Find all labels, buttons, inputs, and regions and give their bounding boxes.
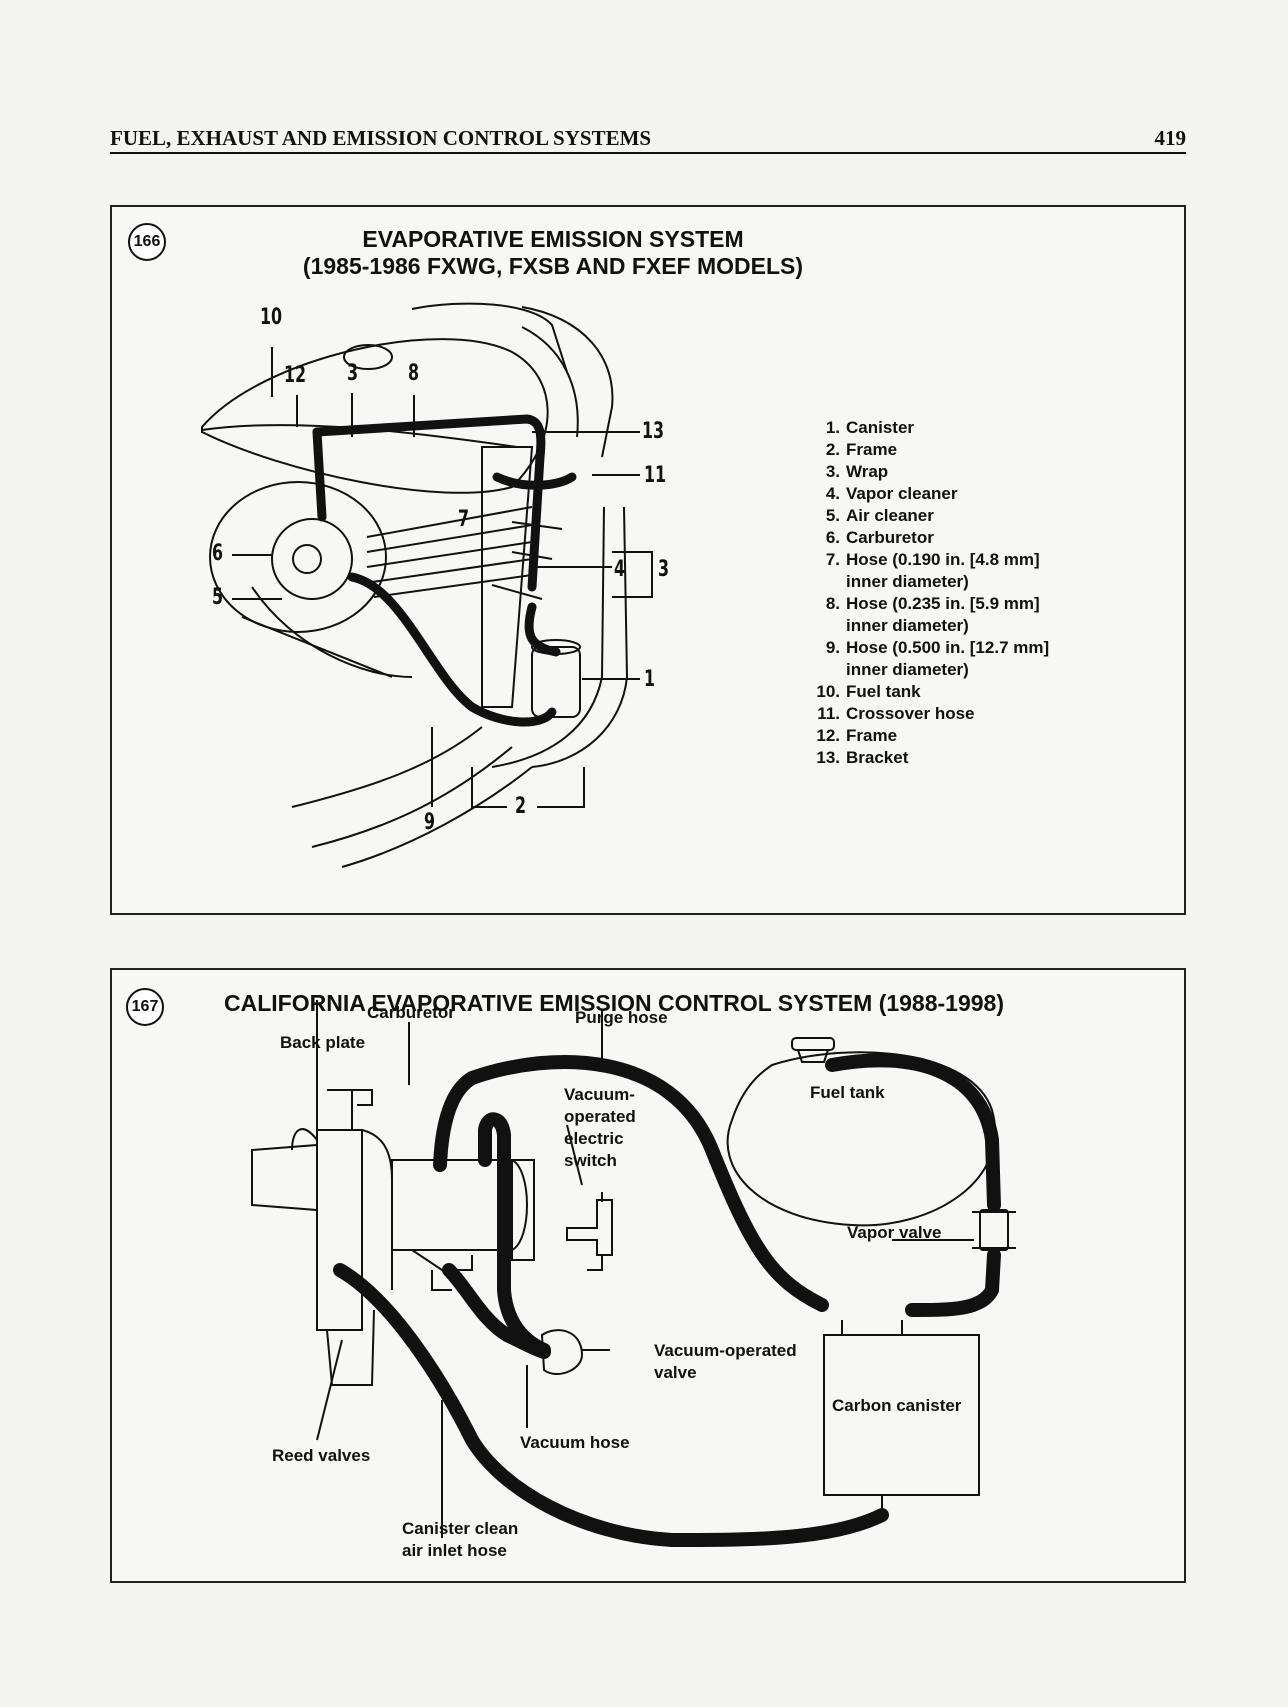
label-vacuum-operated-valve: Vacuum-operated valve xyxy=(654,1341,797,1382)
canister xyxy=(531,646,581,718)
figure-title-line1: EVAPORATIVE EMISSION SYSTEM xyxy=(362,226,744,252)
callout-11: 11 xyxy=(644,463,667,488)
callout-10: 10 xyxy=(260,305,283,330)
california-evap-diagram xyxy=(251,1000,1016,1548)
label-carburetor: Carburetor xyxy=(367,1003,455,1022)
back-plate xyxy=(316,1129,363,1331)
label-vacuum-hose: Vacuum hose xyxy=(520,1433,630,1452)
legend-item: 11.Crossover hose xyxy=(817,704,975,723)
figure-167: 167 CALIFORNIA EVAPORATIVE EMISSION CONT… xyxy=(110,968,1186,1583)
callout-2: 2 xyxy=(515,794,527,819)
legend-item: 1.Canister xyxy=(825,418,915,437)
canister-clean-air-inlet-hose xyxy=(333,1263,889,1548)
hose-7 xyxy=(524,602,561,657)
label-fuel-tank: Fuel tank xyxy=(810,1083,885,1102)
figure-number-badge: 166 xyxy=(128,223,166,261)
vacuum-hose xyxy=(442,1263,551,1359)
tank-to-vapor-valve-hose xyxy=(825,1053,1001,1212)
legend-item: inner diameter) xyxy=(846,660,969,679)
label-back-plate: Back plate xyxy=(280,1033,366,1052)
crossover-hose-11 xyxy=(492,472,577,490)
filler-cap xyxy=(343,344,393,370)
vapor-valve-to-canister-hose xyxy=(905,1248,1001,1317)
legend-item: 4.Vapor cleaner xyxy=(825,484,958,503)
figure-title: CALIFORNIA EVAPORATIVE EMISSION CONTROL … xyxy=(224,990,1005,1016)
figure-number-badge: 167 xyxy=(126,988,164,1026)
legend-item: inner diameter) xyxy=(846,572,969,591)
callout-12: 12 xyxy=(284,363,307,388)
legend-item: inner diameter) xyxy=(846,616,969,635)
legend-item: 10.Fuel tank xyxy=(816,682,921,701)
legend-item: 9.Hose (0.500 in. [12.7 mm] xyxy=(825,638,1050,657)
legend-item: 6.Carburetor xyxy=(825,528,934,547)
parts-legend: 1.Canister 2.Frame 3.Wrap 4.Vapor cleane… xyxy=(812,417,1049,769)
legend-item: 12.Frame xyxy=(816,726,898,745)
air-cleaner xyxy=(209,481,387,633)
legend-item: 7.Hose (0.190 in. [4.8 mm] xyxy=(825,550,1040,569)
callout-3-top: 3 xyxy=(347,361,359,386)
label-vapor-valve: Vapor valve xyxy=(847,1223,942,1242)
fuel-tank-outline xyxy=(201,338,549,494)
label-purge-hose: Purge hose xyxy=(575,1008,668,1027)
callout-9: 9 xyxy=(424,810,436,835)
callout-7: 7 xyxy=(458,507,470,532)
callout-5: 5 xyxy=(212,585,224,610)
vacuum-operated-valve xyxy=(540,1329,584,1375)
figure-166: 166 EVAPORATIVE EMISSION SYSTEM (1985-19… xyxy=(110,205,1186,915)
callout-1: 1 xyxy=(644,667,656,692)
legend-item: 3.Wrap xyxy=(825,462,889,481)
label-reed-valves: Reed valves xyxy=(272,1446,371,1465)
callout-4: 4 xyxy=(614,557,626,582)
vapor-valve xyxy=(979,1209,1009,1251)
running-head: FUEL, EXHAUST AND EMISSION CONTROL SYSTE… xyxy=(110,126,1186,154)
figure-title-line2: (1985-1986 FXWG, FXSB AND FXEF MODELS) xyxy=(302,253,804,279)
callout-8: 8 xyxy=(408,361,420,386)
legend-item: 8.Hose (0.235 in. [5.9 mm] xyxy=(825,594,1040,613)
legend-item: 5.Air cleaner xyxy=(825,506,934,525)
purge-hose xyxy=(433,1055,829,1312)
motorcycle-evap-illustration xyxy=(201,302,653,868)
callout-3-side: 3 xyxy=(658,557,670,582)
label-vacuum-electric-switch: Vacuum- operated electric switch xyxy=(564,1085,636,1170)
legend-item: 13.Bracket xyxy=(816,748,909,767)
hose-8 xyxy=(312,414,546,592)
label-carbon-canister: Carbon canister xyxy=(832,1396,962,1415)
hose-12-frame xyxy=(312,427,327,522)
hose-9 xyxy=(347,572,557,727)
vacuum-electric-switch xyxy=(566,1199,613,1256)
label-canister-clean-air-inlet-hose: Canister clean air inlet hose xyxy=(402,1519,519,1560)
legend-item: 2.Frame xyxy=(825,440,898,459)
section-title: FUEL, EXHAUST AND EMISSION CONTROL SYSTE… xyxy=(110,126,652,150)
callout-6: 6 xyxy=(212,541,224,566)
page-number: 419 xyxy=(1154,126,1187,150)
fuel-cap xyxy=(791,1037,835,1051)
callout-13: 13 xyxy=(642,419,665,444)
